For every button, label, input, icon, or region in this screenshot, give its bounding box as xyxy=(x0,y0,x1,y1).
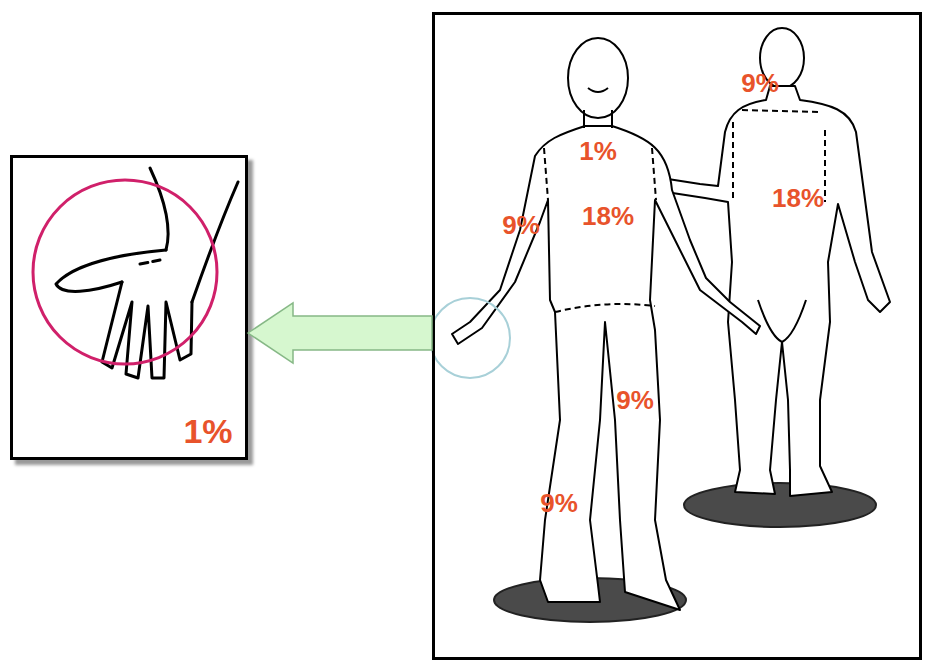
region-dash xyxy=(544,148,656,312)
block-arrow xyxy=(248,303,432,363)
callout-box: 1% xyxy=(10,155,248,460)
percent-label: 18% xyxy=(582,203,634,229)
wrist-dash xyxy=(140,260,160,264)
percent-label: 1% xyxy=(183,414,232,448)
highlight-circle xyxy=(430,298,510,378)
percent-label: 1% xyxy=(579,138,617,164)
highlight-circle xyxy=(33,180,217,364)
neck-line xyxy=(584,110,612,128)
hand-closeup xyxy=(56,168,238,378)
front-figure xyxy=(452,38,760,610)
head-outline xyxy=(568,38,628,118)
forearm-line xyxy=(150,168,168,250)
percent-label: 9% xyxy=(502,212,540,238)
body-outline xyxy=(452,126,760,610)
percent-label: 9% xyxy=(616,387,654,413)
mouth-line xyxy=(588,88,608,92)
thumb-outline xyxy=(56,250,166,291)
figure-frame: 9% 1% 9% 18% 18% 9% 9% xyxy=(432,12,922,660)
buttock-line xyxy=(758,300,806,342)
pedestal-disc xyxy=(684,483,876,527)
percent-label: 9% xyxy=(540,490,578,516)
percent-label: 18% xyxy=(772,185,824,211)
body-outline xyxy=(666,86,890,496)
percent-label: 9% xyxy=(741,70,779,96)
